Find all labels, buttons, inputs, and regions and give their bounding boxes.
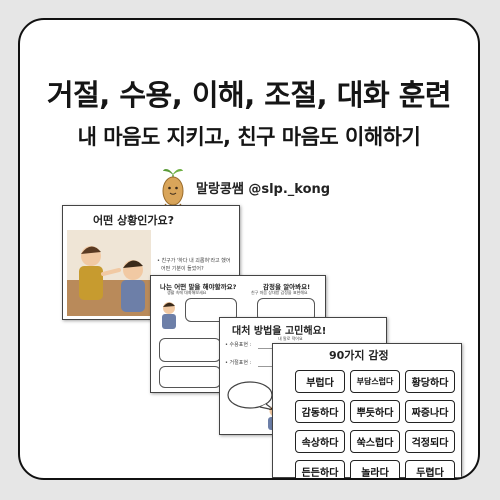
student-figure-icon [162,302,176,329]
cartoon-illustration [67,230,151,316]
sheet-coping-item-2: • 거절표현 : [225,360,252,366]
emotion-grid: 부럽다 부담스럽다 황당하다 감동하다 뿌듯하다 짜증나다 속상하다 쑥스럽다 … [295,370,455,478]
sheet-coping-subtitle: 내 말로 적어요 [278,336,303,341]
main-card: 거절, 수용, 이해, 조절, 대화 훈련 내 마음도 지키고, 친구 마음도 … [18,18,480,480]
page-subtitle: 내 마음도 지키고, 친구 마음도 이해하기 [77,125,421,149]
sheet-situation-title: 어떤 상황인가요? [93,214,175,227]
bean-character-icon [162,169,184,208]
sheet-coping-title: 대처 방법을 고민해요! [232,326,327,337]
emotion-card: 놀라다 [350,460,400,478]
sheet-emotions-title: 90가지 감정 [329,349,389,362]
emotion-card: 두렵다 [405,460,455,478]
emotion-card: 감동하다 [295,400,345,423]
emotion-card: 부담스럽다 [350,370,400,393]
emotion-card: 부럽다 [295,370,345,393]
sheet-dialogue-title-right: 감정을 알아봐요! [263,283,311,291]
emotion-card: 짜증나다 [405,400,455,423]
emotion-card: 속상하다 [295,430,345,453]
emotion-card: 걱정되다 [405,430,455,453]
sheet-dialogue-sub-left: 생활 속에 대화해보세요 [167,290,207,295]
brand: 말랑콩쌤 @slp._kong [158,165,330,209]
sheet-situation-note-2: 어떤 기분이 들었어? [161,266,204,272]
emotion-card: 뿌듯하다 [350,400,400,423]
speech-bubble-box [159,338,221,362]
emotion-card: 황당하다 [405,370,455,393]
sheet-dialogue-title-left: 나는 어떤 말을 해야할까요? [160,283,237,291]
speech-bubble-box [159,366,221,388]
emotion-card: 든든하다 [295,460,345,478]
emotion-card: 쑥스럽다 [350,430,400,453]
sheet-situation-note-1: • 친구가 '하다 내 괴롭혀'라고 했어 [157,258,231,264]
page-title: 거절, 수용, 이해, 조절, 대화 훈련 [46,78,452,112]
brand-handle: 말랑콩쌤 @slp._kong [196,181,331,197]
sheet-dialogue-sub-right: 친구 마음 상대방 감정을 표현해요 [251,290,308,295]
worksheet-situation: 어떤 상황인가요? • 친구가 '하다 내 괴롭혀'라고 했어 어떤 기분이 들… [62,205,240,320]
sheet-coping-item-1: • 수용표현 : [225,342,252,348]
